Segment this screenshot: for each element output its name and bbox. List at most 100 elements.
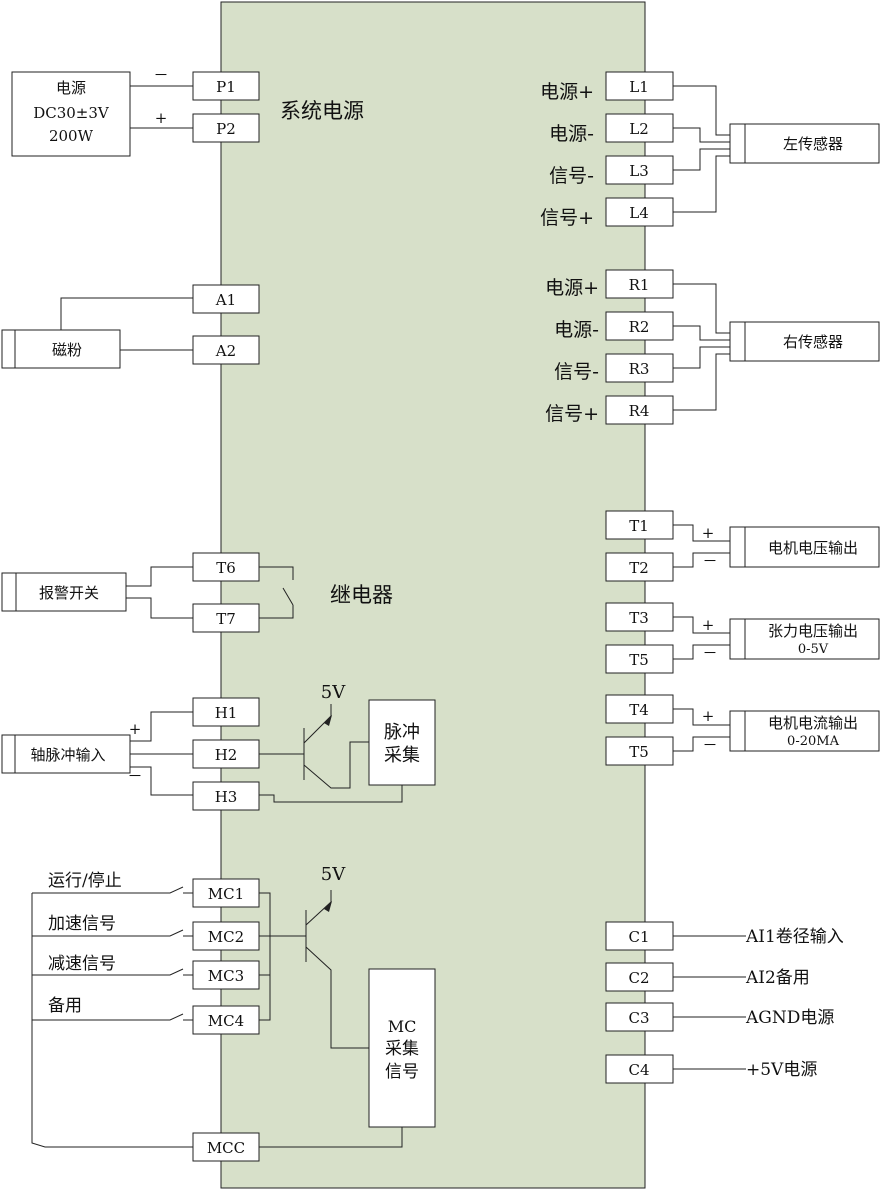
- svg-text:AGND电源: AGND电源: [745, 1008, 834, 1028]
- svg-text:P2: P2: [216, 120, 236, 138]
- terminal-t5a: T5: [605, 644, 674, 674]
- svg-text:DC30±3V: DC30±3V: [33, 104, 110, 122]
- terminal-r2: R2: [605, 311, 674, 341]
- svg-text:L4: L4: [629, 204, 649, 222]
- terminal-mc4: MC4: [192, 1005, 260, 1035]
- terminal-t1: T1: [605, 510, 674, 540]
- magnetic-powder: 磁粉: [1, 297, 193, 369]
- svg-text:A2: A2: [215, 342, 236, 360]
- svg-text:MC3: MC3: [208, 967, 244, 985]
- terminal-t4: T4: [605, 694, 674, 724]
- svg-text:备用: 备用: [48, 996, 82, 1016]
- svg-text:+5V电源: +5V电源: [746, 1060, 817, 1080]
- terminal-p1: P1: [192, 71, 260, 101]
- svg-text:C2: C2: [628, 969, 649, 987]
- svg-text:H1: H1: [215, 704, 238, 722]
- svg-text:+: +: [702, 616, 715, 634]
- svg-text:H2: H2: [215, 746, 238, 764]
- svg-text:信号+: 信号+: [540, 207, 594, 229]
- svg-text:C3: C3: [628, 1009, 649, 1027]
- power-supply: 电源 DC30±3V 200W － +: [11, 66, 193, 157]
- terminal-t5b: T5: [605, 736, 674, 766]
- svg-text:信号: 信号: [385, 1062, 419, 1082]
- svg-text:电机电流输出: 电机电流输出: [768, 714, 858, 732]
- terminal-c3: C3: [605, 1002, 674, 1032]
- svg-text:电源+: 电源+: [540, 81, 594, 103]
- svg-text:MC1: MC1: [208, 885, 244, 903]
- terminal-t7: T7: [192, 603, 260, 633]
- svg-text:C1: C1: [628, 928, 649, 946]
- svg-text:T3: T3: [629, 609, 649, 627]
- terminal-c4: C4: [605, 1054, 674, 1084]
- svg-text:L3: L3: [629, 162, 649, 180]
- terminal-t6: T6: [192, 552, 260, 582]
- svg-text:－: －: [702, 644, 717, 662]
- terminal-h1: H1: [192, 697, 260, 727]
- mc-inputs: 运行/停止 加速信号 减速信号 备用: [31, 871, 193, 1148]
- terminal-r4: R4: [605, 395, 674, 425]
- svg-text:－: －: [153, 66, 168, 84]
- svg-text:磁粉: 磁粉: [52, 341, 82, 359]
- relay-contact: 继电器: [259, 566, 393, 619]
- svg-text:C4: C4: [628, 1061, 649, 1079]
- svg-text:P1: P1: [216, 78, 236, 96]
- svg-text:－: －: [127, 767, 142, 785]
- system-power-label: 系统电源: [280, 99, 364, 123]
- terminal-h3: H3: [192, 781, 260, 811]
- svg-text:T4: T4: [629, 701, 649, 719]
- svg-text:右传感器: 右传感器: [783, 333, 843, 351]
- motor-voltage-output: 电机电压输出 + －: [673, 524, 880, 570]
- svg-text:减速信号: 减速信号: [48, 954, 116, 974]
- terminal-l2: L2: [605, 113, 674, 143]
- svg-text:H3: H3: [215, 788, 238, 806]
- svg-text:T5: T5: [629, 743, 649, 761]
- svg-text:T5: T5: [629, 651, 649, 669]
- terminal-mc2: MC2: [192, 921, 260, 951]
- svg-text:5V: 5V: [321, 682, 346, 703]
- svg-text:+: +: [129, 720, 142, 738]
- svg-text:电源+: 电源+: [545, 277, 599, 299]
- svg-text:电源-: 电源-: [554, 319, 599, 341]
- svg-text:电源-: 电源-: [549, 123, 594, 145]
- svg-text:R2: R2: [629, 318, 650, 336]
- terminal-a2: A2: [192, 335, 260, 365]
- terminal-mc1: MC1: [192, 878, 260, 908]
- svg-text:运行/停止: 运行/停止: [48, 871, 122, 891]
- svg-text:R3: R3: [629, 360, 650, 378]
- terminal-r1: R1: [605, 269, 674, 299]
- right-sensor: 电源+ 电源- 信号- 信号+ 右传感器: [545, 277, 880, 425]
- svg-text:0-20MA: 0-20MA: [787, 734, 840, 749]
- svg-text:报警开关: 报警开关: [39, 584, 99, 602]
- svg-text:－: －: [702, 552, 717, 570]
- terminal-p2: P2: [192, 113, 260, 143]
- svg-text:L1: L1: [629, 78, 649, 96]
- svg-text:信号+: 信号+: [545, 403, 599, 425]
- mc-transistor: 5V MC 采集 信号: [259, 864, 436, 1148]
- svg-text:AI2备用: AI2备用: [745, 968, 810, 988]
- alarm-switch: 报警开关: [1, 566, 193, 619]
- svg-text:MCC: MCC: [207, 1139, 245, 1157]
- terminal-r3: R3: [605, 353, 674, 383]
- svg-text:5V: 5V: [321, 864, 346, 885]
- terminal-l1: L1: [605, 71, 674, 101]
- svg-text:+: +: [702, 707, 715, 725]
- terminal-c1: C1: [605, 921, 674, 951]
- svg-text:电源: 电源: [56, 79, 86, 97]
- svg-text:MC: MC: [388, 1017, 417, 1036]
- tension-voltage-output: 张力电压输出 0-5V + －: [673, 616, 880, 662]
- svg-text:AI1卷径输入: AI1卷径输入: [745, 927, 844, 947]
- svg-text:脉冲: 脉冲: [384, 722, 420, 743]
- terminal-t2: T2: [605, 552, 674, 582]
- pulse-transistor: 5V 脉冲 采集: [259, 682, 436, 803]
- svg-text:200W: 200W: [49, 127, 94, 145]
- terminal-c2: C2: [605, 962, 674, 992]
- svg-text:+: +: [155, 109, 168, 127]
- svg-text:+: +: [702, 524, 715, 542]
- svg-text:电机电压输出: 电机电压输出: [768, 539, 858, 557]
- svg-text:采集: 采集: [385, 1039, 419, 1059]
- svg-text:A1: A1: [215, 291, 236, 309]
- svg-text:R1: R1: [629, 276, 650, 294]
- terminal-l3: L3: [605, 155, 674, 185]
- svg-text:T6: T6: [216, 559, 236, 577]
- svg-text:信号-: 信号-: [549, 165, 594, 187]
